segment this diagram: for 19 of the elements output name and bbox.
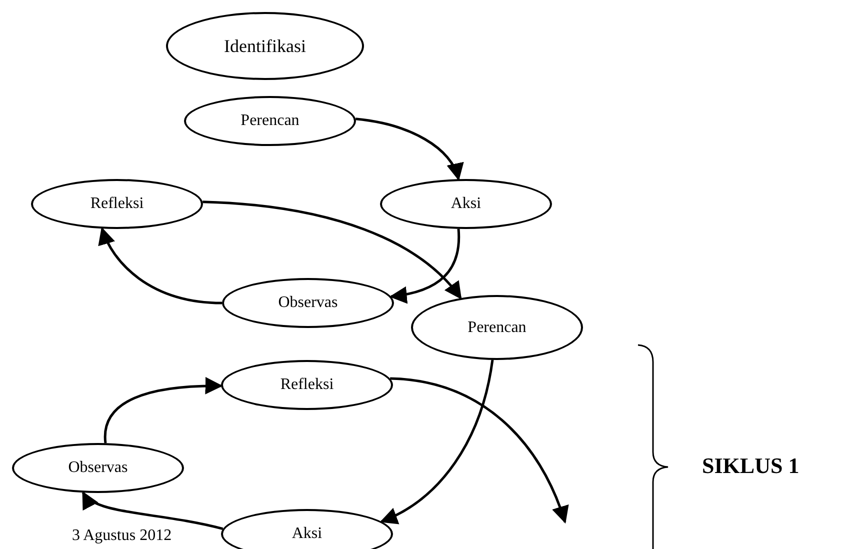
arrow <box>104 377 223 444</box>
node-label: Perencan <box>468 318 526 336</box>
arrow <box>356 118 462 181</box>
arrow <box>202 200 462 300</box>
node-label: Refleksi <box>280 376 334 394</box>
node-label: Observas <box>278 294 338 312</box>
node-label: Refleksi <box>90 195 144 213</box>
ellipse-node <box>221 509 393 549</box>
node-label: Aksi <box>292 525 322 543</box>
arrow <box>82 491 224 530</box>
arrow <box>99 226 222 304</box>
arrow <box>390 377 568 524</box>
node-label: Observas <box>68 459 128 477</box>
date-text: 3 Agustus 2012 <box>72 527 172 545</box>
node-label: Perencan <box>240 112 300 130</box>
arrow <box>380 360 494 524</box>
node-label: Aksi <box>450 195 482 213</box>
cycle-label: SIKLUS 1 <box>702 453 800 479</box>
node-label: Identifikasi <box>224 36 306 56</box>
